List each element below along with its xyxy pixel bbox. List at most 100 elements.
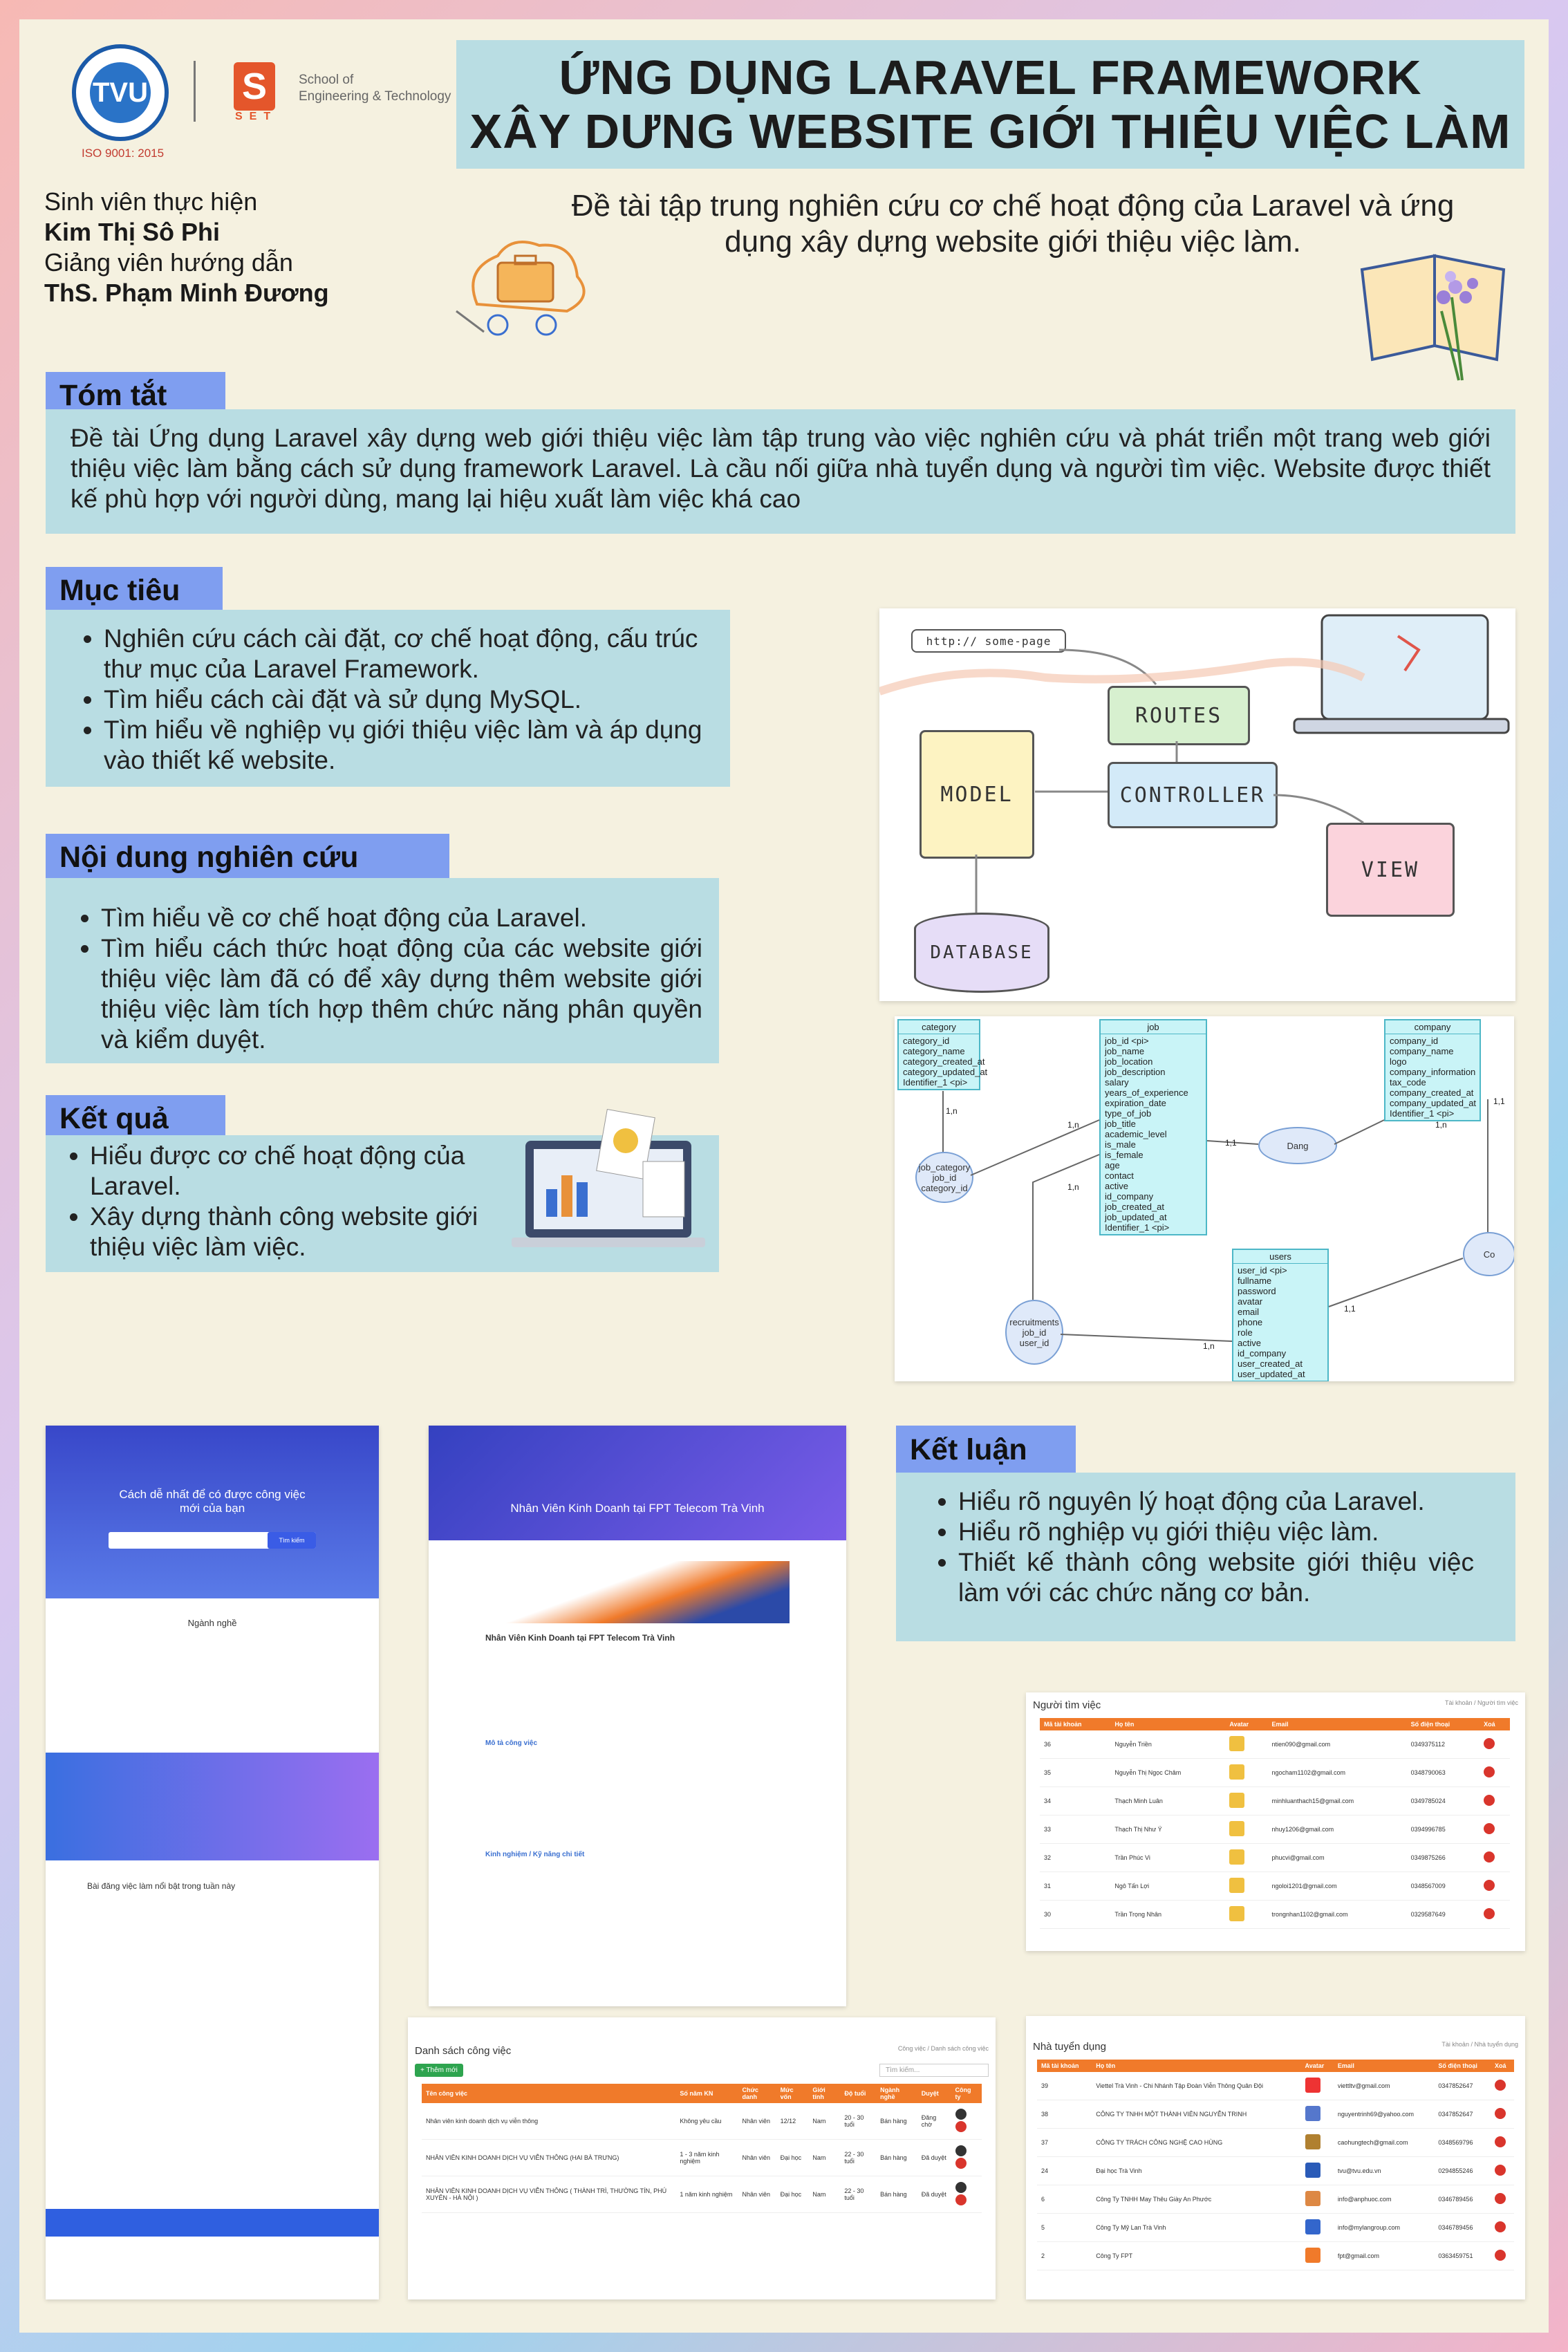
erd-field: academic_level bbox=[1105, 1129, 1167, 1139]
add-job-button[interactable]: + Thêm mới bbox=[415, 2064, 463, 2077]
cell: phucvi@gmail.com bbox=[1267, 1843, 1407, 1872]
erd-category: category category_id category_name categ… bbox=[897, 1019, 987, 1090]
intro-text: Đề tài tập trung nghiên cứu cơ chế hoạt … bbox=[571, 189, 1455, 259]
delete-icon[interactable] bbox=[1484, 1795, 1495, 1806]
delete-icon[interactable] bbox=[955, 2121, 967, 2132]
delete-cell bbox=[1480, 1730, 1510, 1759]
erd-field: Identifier_1 <pi> bbox=[903, 1077, 968, 1088]
cell: 0347852647 bbox=[1434, 2072, 1491, 2100]
detail-card-title: Nhân Viên Kinh Doanh tại FPT Telecom Trà… bbox=[485, 1633, 675, 1643]
delete-icon[interactable] bbox=[1495, 2136, 1506, 2147]
erd-field: password bbox=[1238, 1286, 1276, 1296]
home-search-input[interactable]: Tìm kiếm bbox=[109, 1532, 316, 1549]
erd-field: job_updated_at bbox=[1105, 1212, 1167, 1222]
delete-icon[interactable] bbox=[1484, 1766, 1495, 1777]
cell: Đại học bbox=[776, 2139, 809, 2176]
delete-icon[interactable] bbox=[1495, 2080, 1506, 2091]
erd-field: job_description bbox=[1105, 1067, 1166, 1077]
home-section-title: Ngành nghề bbox=[187, 1618, 237, 1628]
employers-screenshot: Nhà tuyển dụng Tài khoản / Nhà tuyển dụn… bbox=[1026, 2016, 1525, 2299]
logo-cell bbox=[1300, 2072, 1334, 2100]
erd-field: logo bbox=[1390, 1056, 1407, 1067]
erd-field: job_location bbox=[1105, 1056, 1153, 1067]
cell: 6 bbox=[1037, 2185, 1092, 2214]
content-panel: Tìm hiểu về cơ chế hoạt động của Laravel… bbox=[46, 878, 719, 1063]
url-box: http:// some-page bbox=[911, 629, 1066, 653]
avatar-cell bbox=[1225, 1730, 1268, 1759]
logo-cell bbox=[1300, 2241, 1334, 2270]
home-footer-band bbox=[46, 2209, 379, 2237]
col-header: Giới tính bbox=[808, 2084, 841, 2103]
col-header: Chức danh bbox=[738, 2084, 776, 2103]
delete-icon[interactable] bbox=[1495, 2165, 1506, 2176]
cell: 22 - 30 tuổi bbox=[840, 2139, 877, 2176]
cell: 31 bbox=[1040, 1872, 1111, 1901]
view-icon[interactable] bbox=[955, 2145, 967, 2156]
mvc-diagram: http:// some-page ROUTES CONTROLLER MODE… bbox=[879, 608, 1515, 1001]
cell: 0329587649 bbox=[1406, 1900, 1480, 1929]
delete-icon[interactable] bbox=[1495, 2193, 1506, 2204]
avatar bbox=[1229, 1736, 1245, 1751]
database-box: DATABASE bbox=[914, 913, 1049, 993]
delete-cell bbox=[1491, 2100, 1514, 2129]
avatar bbox=[1229, 1878, 1245, 1893]
erd-field: job_id <pi> bbox=[1105, 1036, 1149, 1046]
set-logo: S bbox=[234, 62, 275, 111]
routes-box: ROUTES bbox=[1108, 686, 1250, 745]
delete-icon[interactable] bbox=[955, 2158, 967, 2169]
delete-icon[interactable] bbox=[1484, 1823, 1495, 1834]
cell: Nhân viên bbox=[738, 2139, 776, 2176]
cell: Đã duyệt bbox=[917, 2176, 951, 2213]
erd-card: 1,n bbox=[946, 1106, 958, 1116]
joblist-search-input[interactable]: Tìm kiếm... bbox=[879, 2064, 989, 2077]
conclusion-heading: Kết luận bbox=[896, 1426, 1076, 1474]
cell: 1 - 3 năm kinh nghiệm bbox=[675, 2139, 738, 2176]
home-search-button[interactable]: Tìm kiếm bbox=[268, 1532, 316, 1549]
cell: tvu@tvu.edu.vn bbox=[1333, 2156, 1435, 2185]
cell: 32 bbox=[1040, 1843, 1111, 1872]
view-icon[interactable] bbox=[955, 2182, 967, 2193]
cell: nhuy1206@gmail.com bbox=[1267, 1815, 1407, 1844]
col-header: Mã tài khoản bbox=[1037, 2060, 1092, 2072]
cell: Nguyễn Thị Ngọc Châm bbox=[1110, 1758, 1226, 1787]
joblist-breadcrumb: Công việc / Danh sách công việc bbox=[897, 2045, 989, 2052]
logo-cell bbox=[1300, 2213, 1334, 2242]
cell: 0348569796 bbox=[1434, 2128, 1491, 2157]
delete-icon[interactable] bbox=[1495, 2108, 1506, 2119]
delete-icon[interactable] bbox=[1495, 2221, 1506, 2232]
erd-job-category: job_category job_id category_id bbox=[915, 1152, 973, 1203]
erd-category-title: category bbox=[899, 1020, 979, 1034]
action-cell bbox=[951, 2139, 982, 2176]
tvu-logo-mark: TVU bbox=[90, 62, 151, 123]
delete-cell bbox=[1491, 2128, 1514, 2157]
delete-icon[interactable] bbox=[1484, 1908, 1495, 1919]
avatar-cell bbox=[1225, 1815, 1268, 1844]
erd-users: users user_id <pi> fullname password ava… bbox=[1232, 1249, 1329, 1381]
erd-card: 1,1 bbox=[1225, 1138, 1237, 1148]
cell: Công Ty TNHH May Thêu Giày An Phước bbox=[1092, 2185, 1301, 2214]
col-header: Avatar bbox=[1225, 1718, 1268, 1730]
objective-item: Tìm hiểu về nghiệp vụ giới thiệu việc là… bbox=[104, 715, 713, 776]
cell: Nam bbox=[808, 2176, 841, 2213]
cell: 22 - 30 tuổi bbox=[840, 2176, 877, 2213]
poster-title: ỨNG DỤNG LARAVEL FRAMEWORK XÂY DƯNG WEBS… bbox=[456, 40, 1524, 169]
logo-divider bbox=[194, 61, 196, 122]
delete-icon[interactable] bbox=[1495, 2250, 1506, 2261]
erd-field: id_company bbox=[1105, 1191, 1154, 1202]
cell: 0348567009 bbox=[1406, 1872, 1480, 1901]
home-features-band bbox=[46, 1753, 379, 1860]
delete-icon[interactable] bbox=[955, 2194, 967, 2205]
delete-icon[interactable] bbox=[1484, 1880, 1495, 1891]
avatar-cell bbox=[1225, 1843, 1268, 1872]
results-heading: Kết quả bbox=[46, 1095, 225, 1142]
view-icon[interactable] bbox=[955, 2109, 967, 2120]
delete-icon[interactable] bbox=[1484, 1738, 1495, 1749]
jobseekers-table: Mã tài khoản Họ tên Avatar Email Số điện… bbox=[1040, 1718, 1510, 1929]
company-logo bbox=[1305, 2248, 1320, 2263]
cell: NHÂN VIÊN KINH DOANH DỊCH VỤ VIỄN THÔNG … bbox=[422, 2139, 676, 2176]
summary-panel: Đề tài Ứng dụng Laravel xây dựng web giớ… bbox=[46, 409, 1515, 534]
erd-field: user_created_at bbox=[1238, 1359, 1303, 1369]
delete-icon[interactable] bbox=[1484, 1851, 1495, 1863]
